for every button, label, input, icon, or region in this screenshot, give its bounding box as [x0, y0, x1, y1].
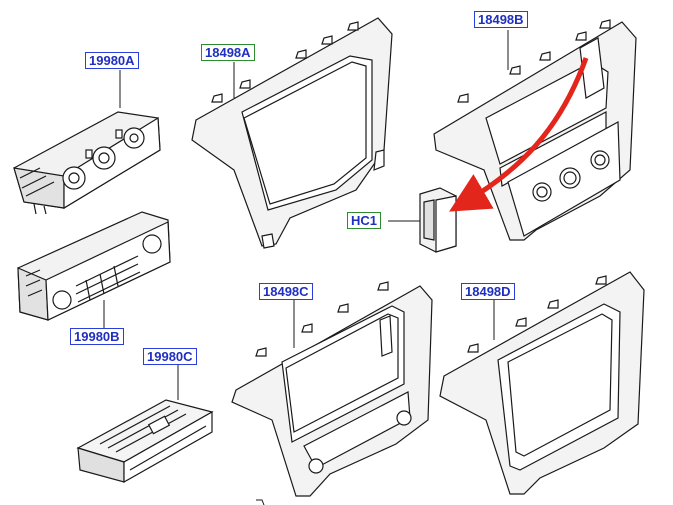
part-18498a-drawing [191, 17, 393, 249]
label-18498c: 18498C [259, 283, 313, 300]
red-arrow [449, 57, 589, 212]
label-18498b: 18498B [474, 11, 528, 28]
part-18498d-drawing [439, 271, 645, 495]
part-19980a-drawing [13, 111, 161, 215]
label-18498d: 18498D [461, 283, 515, 300]
label-19980a: 19980A [85, 52, 139, 69]
part-19980c-drawing [76, 399, 214, 484]
label-19980c: 19980C [143, 348, 197, 365]
label-18498a: 18498A [201, 44, 255, 61]
part-19980b-drawing [17, 211, 171, 321]
part-18498c-drawing [231, 281, 433, 497]
part-hc1-drawing [419, 187, 457, 253]
label-19980b: 19980B [70, 328, 124, 345]
part-18498b-drawing [433, 19, 637, 241]
label-hc1: HC1 [347, 212, 382, 229]
